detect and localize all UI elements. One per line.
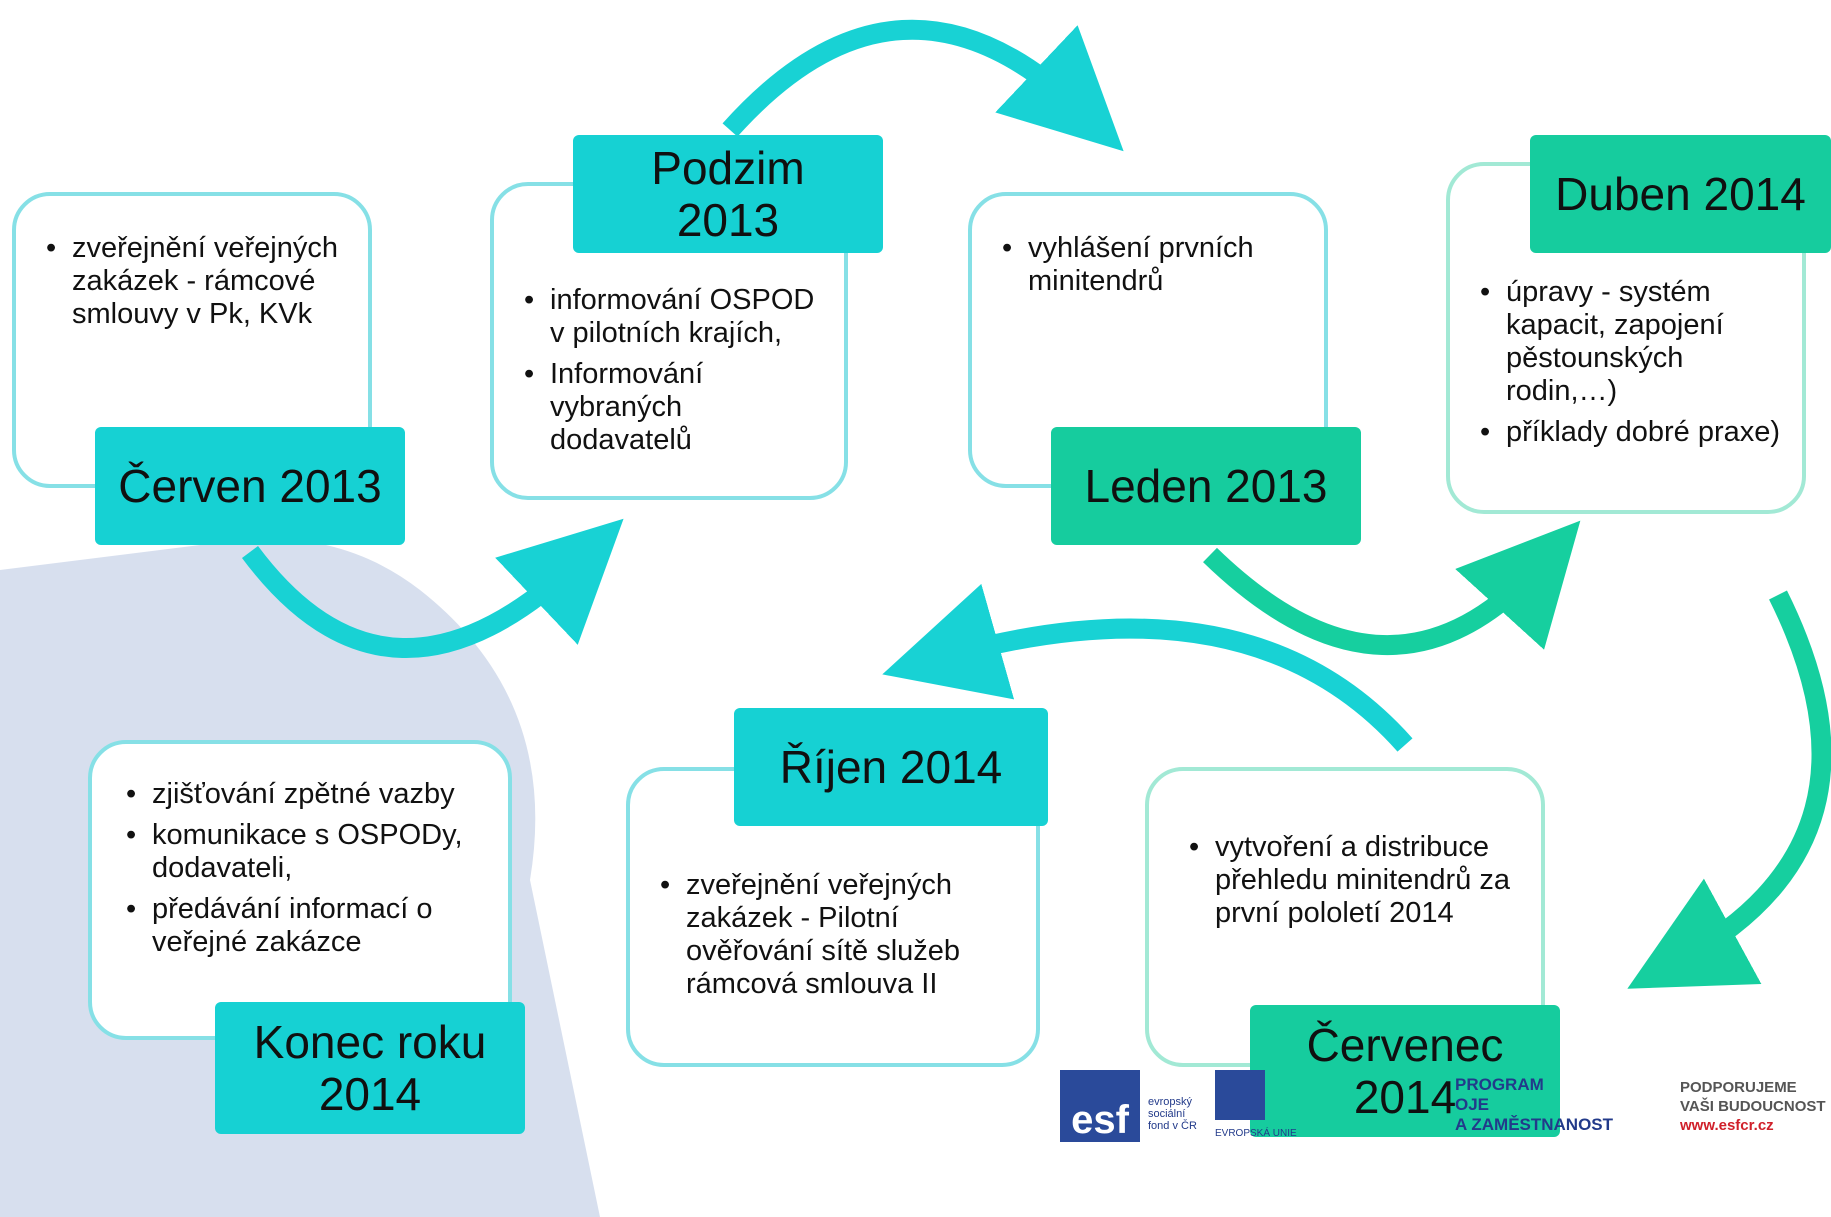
stage-item: informování OSPOD v pilotních krajích, (524, 284, 824, 350)
stage-item: zjišťování zpětné vazby (126, 778, 488, 811)
stage-label-leden-2013: Leden 2013 (1051, 427, 1361, 545)
stage-label-cerven-2013: Červen 2013 (95, 427, 405, 545)
stage-items: úpravy - systém kapacit, zapojení pěstou… (1480, 276, 1790, 449)
stage-label-duben-2014: Duben 2014 (1530, 135, 1831, 253)
stage-item: zveřejnění veřejných zakázek - rámcové s… (46, 232, 348, 331)
stage-label-podzim-2013: Podzim 2013 (573, 135, 883, 253)
eu-caption: EVROPSKÁ UNIE (1215, 1128, 1297, 1139)
stage-item: příklady dobré praxe) (1480, 416, 1790, 449)
esf-web-link[interactable]: www.esfcr.cz (1680, 1117, 1774, 1134)
stage-item: úpravy - systém kapacit, zapojení pěstou… (1480, 276, 1790, 408)
stage-items: zveřejnění veřejných zakázek - Pilotní o… (660, 869, 1012, 1001)
stage-items: informování OSPOD v pilotních krajích, I… (524, 284, 824, 457)
eu-flag-icon (1215, 1070, 1265, 1120)
stage-item: vyhlášení prvních minitendrů (1002, 232, 1304, 298)
stage-label-cervenec-2014: Červenec 2014 (1250, 1005, 1560, 1137)
stage-item: předávání informací o veřejné zakázce (126, 893, 488, 959)
stage-items: zjišťování zpětné vazby komunikace s OSP… (126, 778, 488, 959)
esf-caption: evropský sociální fond v ČR (1148, 1096, 1197, 1132)
stage-label-konec-roku-2014: Konec roku 2014 (215, 1002, 525, 1134)
footer-logos: esf evropský sociální fond v ČR EVROPSKÁ… (1060, 1070, 1830, 1150)
stage-label-rijen-2014: Říjen 2014 (734, 708, 1048, 826)
stage-card-konec-roku-2014: zjišťování zpětné vazby komunikace s OSP… (88, 740, 512, 1040)
stage-items: zveřejnění veřejných zakázek - rámcové s… (46, 232, 348, 331)
stage-items: vytvoření a distribuce přehledu minitend… (1189, 831, 1521, 930)
esf-logo: esf (1060, 1070, 1140, 1142)
stage-item: zveřejnění veřejných zakázek - Pilotní o… (660, 869, 1012, 1001)
stage-item: vytvoření a distribuce přehledu minitend… (1189, 831, 1521, 930)
support-logo-text: PODPORUJEME VAŠI BUDOUCNOST www.esfcr.cz (1680, 1079, 1826, 1134)
stage-items: vyhlášení prvních minitendrů (1002, 232, 1304, 298)
stage-item: komunikace s OSPODy, dodavateli, (126, 819, 488, 885)
program-logo-text: PROGRAM OJE A ZAMĚSTNANOST (1455, 1075, 1614, 1134)
stage-item: Informování vybraných dodavatelů (524, 358, 824, 457)
